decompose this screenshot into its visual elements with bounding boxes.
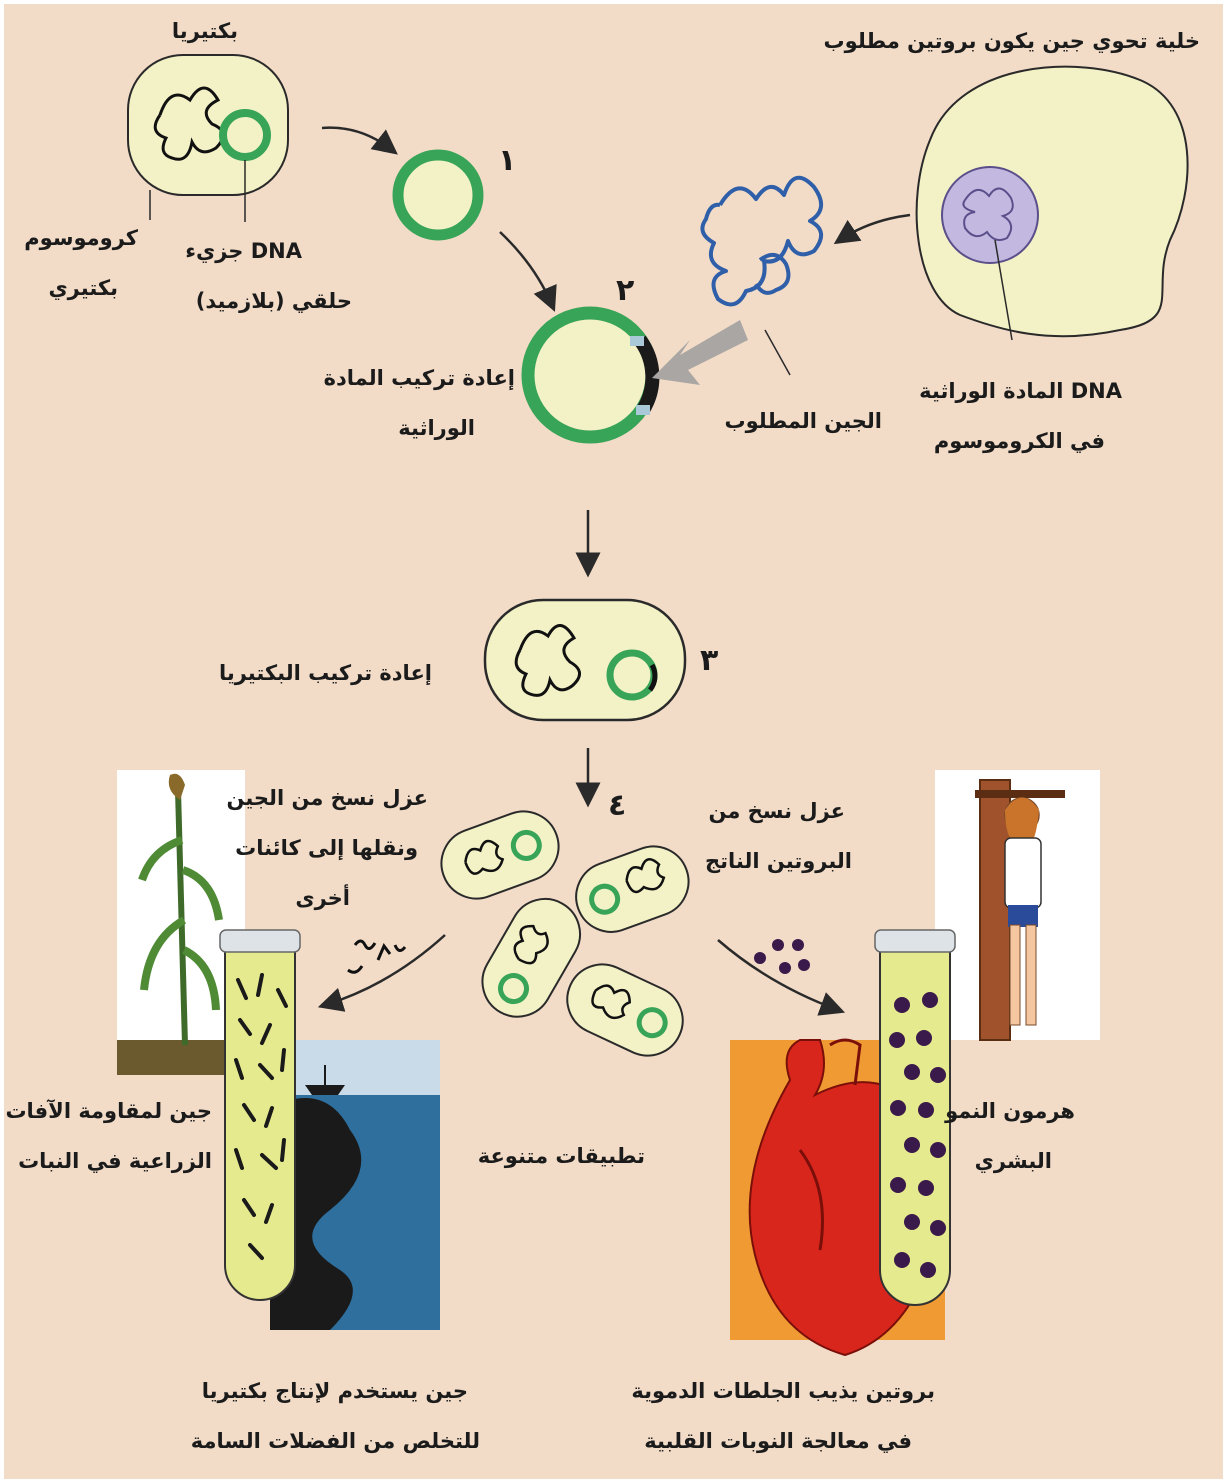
bacteria-recombination-label: إعادة تركيب البكتيريا bbox=[219, 661, 432, 685]
plasmid-label-1: جزيء DNA bbox=[185, 239, 303, 264]
isolate-gene-label-2: ونقلها إلى كائنات bbox=[235, 836, 418, 860]
boat bbox=[305, 1085, 345, 1095]
left-test-tube bbox=[220, 930, 300, 1300]
donor-cell bbox=[917, 67, 1188, 340]
applications-label: تطبيقات متنوعة bbox=[478, 1144, 645, 1168]
pest-gene-label-1: جين لمقاومة الآفات bbox=[5, 1099, 212, 1123]
isolated-plasmid bbox=[398, 155, 478, 235]
waste-gene-label-2: للتخلص من الفضلات السامة bbox=[191, 1429, 480, 1453]
isolate-protein-label-1: عزل نسخ من bbox=[708, 799, 845, 823]
recombination-label-2: الوراثية bbox=[398, 416, 475, 440]
bacterial-chromosome-label-2: بكتيري bbox=[48, 276, 118, 301]
step-2-number: ٢ bbox=[616, 273, 634, 308]
recombination-label-1: إعادة تركيب المادة bbox=[324, 366, 515, 390]
bacteria-label: بكتيريا bbox=[172, 19, 238, 43]
plasmid-label-2: حلقي (بلازميد) bbox=[196, 289, 352, 313]
boy-growth-image bbox=[935, 770, 1100, 1040]
bacterial-chromosome-label-1: كروموسوم bbox=[24, 226, 138, 250]
isolate-protein-label-2: البروتين الناتج bbox=[705, 849, 852, 873]
nucleus bbox=[942, 167, 1038, 263]
isolate-gene-label-1: عزل نسخ من الجين bbox=[226, 786, 428, 810]
growth-hormone-label-2: البشري bbox=[975, 1149, 1052, 1174]
clot-protein-label-2: في معالجة النوبات القلبية bbox=[644, 1429, 912, 1453]
growth-hormone-label-1: هرمون النمو bbox=[944, 1099, 1075, 1123]
dna-label-1: المادة الوراثية DNA bbox=[919, 379, 1123, 403]
isolate-gene-label-3: أخرى bbox=[295, 883, 350, 910]
clot-protein-label-1: بروتين يذيب الجلطات الدموية bbox=[631, 1379, 935, 1403]
cell-label: خلية تحوي جين يكون بروتين مطلوب bbox=[824, 29, 1200, 54]
recombinant-bacterium bbox=[485, 600, 685, 720]
step-3-number: ٣ bbox=[700, 643, 718, 678]
right-test-tube bbox=[875, 930, 955, 1305]
waste-gene-label-1: جين يستخدم لإنتاج بكتيريا bbox=[202, 1379, 468, 1404]
desired-gene-label: الجين المطلوب bbox=[725, 409, 882, 433]
pest-gene-label-2: الزراعية في النبات bbox=[18, 1149, 212, 1173]
step-1-number: ١ bbox=[498, 143, 516, 178]
recombinant-plasmid bbox=[528, 313, 652, 437]
step-4-number: ٤ bbox=[608, 788, 626, 823]
dna-label-2: في الكروموسوم bbox=[934, 429, 1105, 453]
